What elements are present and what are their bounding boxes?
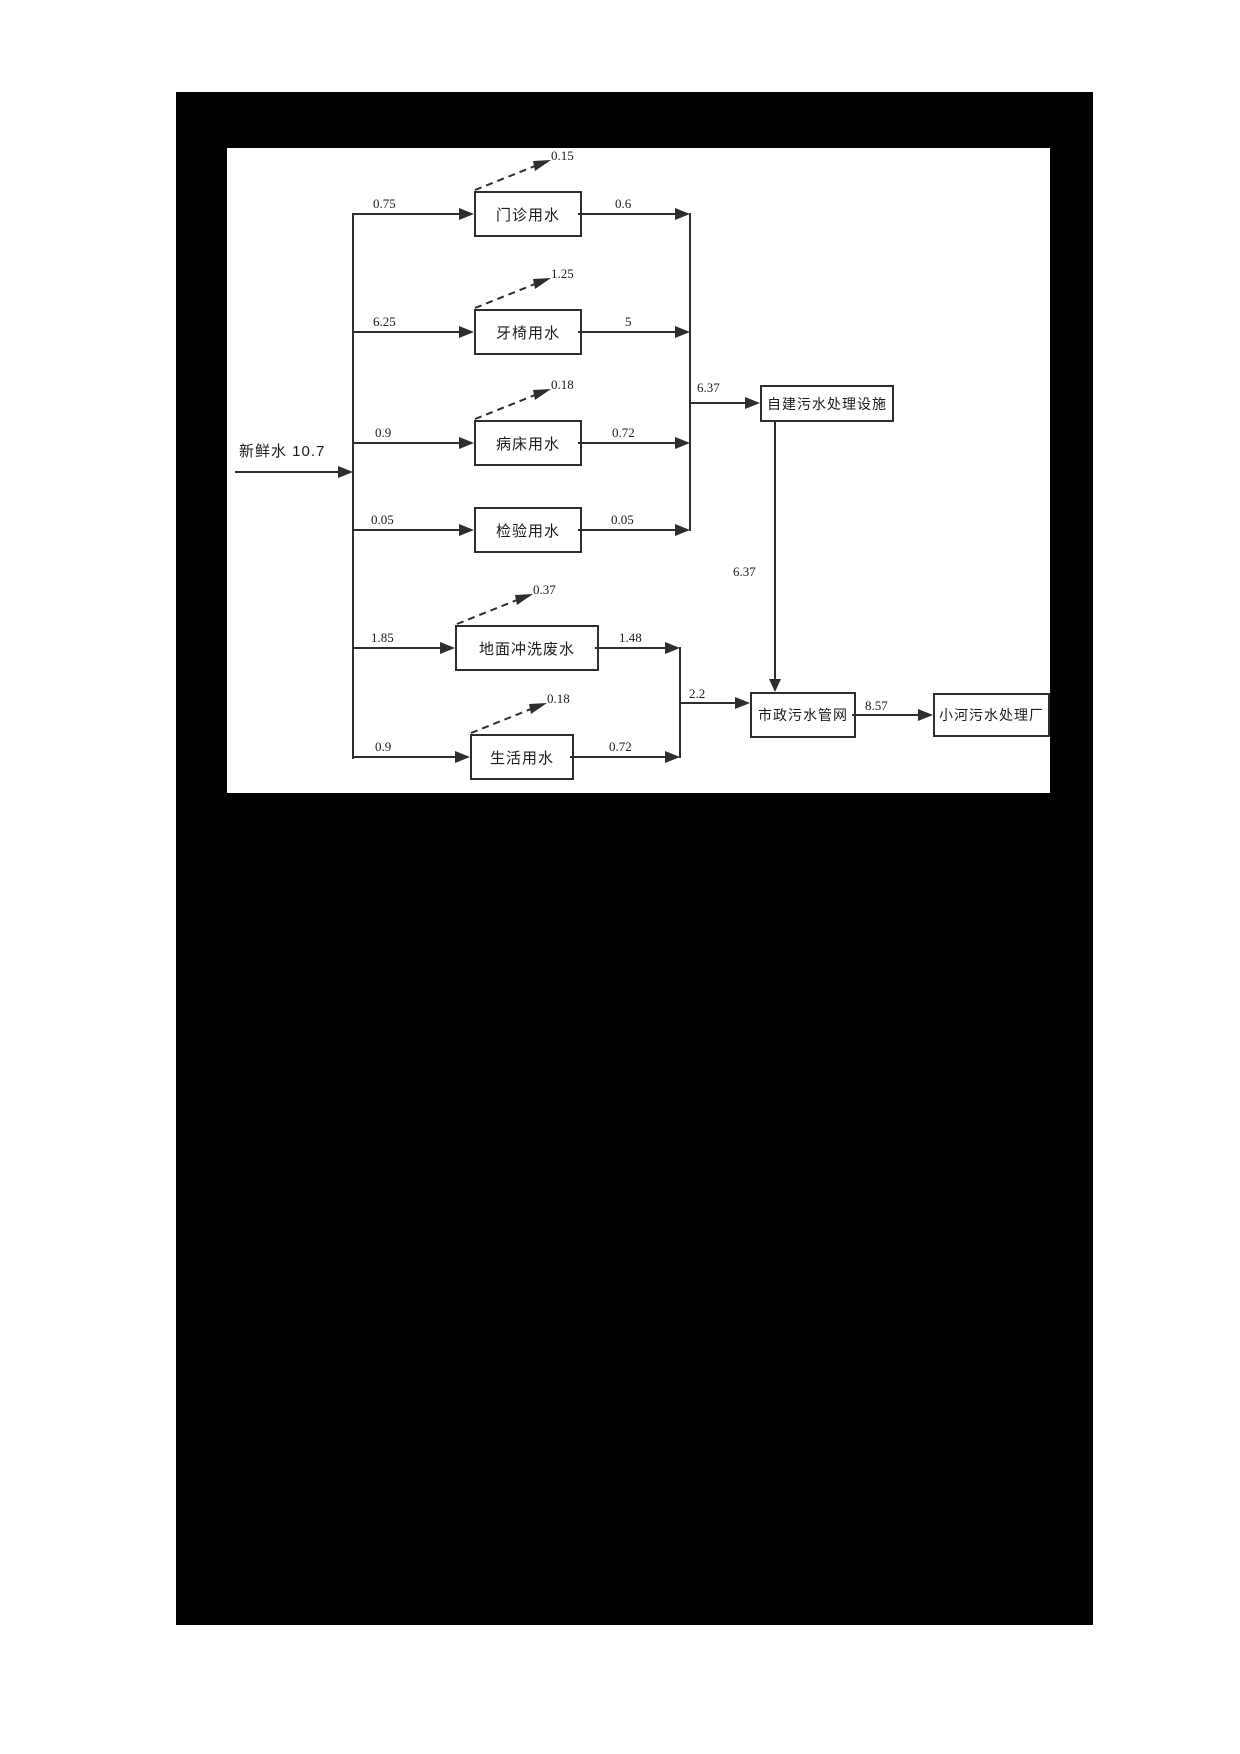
loss-value: 0.18 xyxy=(551,377,574,392)
arrow-right-icon xyxy=(455,751,470,763)
node-hospital-bed-water: 病床用水 xyxy=(474,420,582,466)
node-label: 市政污水管网 xyxy=(758,707,848,723)
node-label: 小河污水处理厂 xyxy=(939,707,1044,723)
evaporation-loss-arrow xyxy=(474,160,551,191)
flow-value: 6.37 xyxy=(697,380,720,395)
black-mat: 新鲜水 10.7 0.75 门诊用水 0.15 0.6 6.25 xyxy=(176,92,1093,1625)
flow-value: 0.75 xyxy=(373,196,396,211)
flow-line xyxy=(353,442,459,444)
node-laboratory-water: 检验用水 xyxy=(474,507,582,553)
node-xiaohe-sewage-treatment-plant: 小河污水处理厂 xyxy=(933,693,1050,737)
arrow-right-icon xyxy=(665,642,680,654)
arrow-right-icon xyxy=(675,326,690,338)
flow-value: 1.48 xyxy=(619,630,642,645)
flow-line xyxy=(578,213,675,215)
loss-value: 0.15 xyxy=(551,148,574,163)
arrow-right-icon xyxy=(745,397,760,409)
treatment-outflow-line xyxy=(774,422,776,679)
arrow-right-icon xyxy=(338,466,353,478)
node-domestic-water: 生活用水 xyxy=(470,734,574,780)
flow-line xyxy=(680,702,735,704)
loss-value: 1.25 xyxy=(551,266,574,281)
flow-line xyxy=(353,647,440,649)
node-outpatient-water: 门诊用水 xyxy=(474,191,582,237)
node-municipal-sewer-network: 市政污水管网 xyxy=(750,692,856,738)
node-label: 门诊用水 xyxy=(495,206,560,224)
node-dental-chair-water: 牙椅用水 xyxy=(474,309,582,355)
arrow-right-icon xyxy=(918,709,933,721)
flow-value: 0.05 xyxy=(611,512,634,527)
arrow-right-icon xyxy=(675,208,690,220)
flow-line xyxy=(852,714,918,716)
flow-line xyxy=(595,647,665,649)
fresh-water-source-label: 新鲜水 10.7 xyxy=(239,443,326,460)
node-label: 自建污水处理设施 xyxy=(767,395,887,412)
water-balance-diagram: 新鲜水 10.7 0.75 门诊用水 0.15 0.6 6.25 xyxy=(227,148,1050,793)
evaporation-loss-arrow xyxy=(470,703,547,734)
arrow-right-icon xyxy=(675,437,690,449)
flow-value: 0.05 xyxy=(371,512,394,527)
node-self-built-treatment-facility: 自建污水处理设施 xyxy=(760,385,894,422)
flow-value: 8.57 xyxy=(865,698,888,713)
flow-line xyxy=(353,529,459,531)
collector-line xyxy=(689,213,691,531)
flow-line xyxy=(235,471,338,473)
node-floor-washing-wastewater: 地面冲洗废水 xyxy=(455,625,599,671)
flow-line xyxy=(578,331,675,333)
flow-value: 5 xyxy=(625,314,632,329)
evaporation-loss-arrow xyxy=(456,594,533,625)
node-label: 地面冲洗废水 xyxy=(478,640,575,658)
flow-line xyxy=(690,402,745,404)
flow-value: 2.2 xyxy=(689,686,706,701)
flow-line xyxy=(353,213,459,215)
flow-value: 0.72 xyxy=(612,425,635,440)
arrow-right-icon xyxy=(459,326,474,338)
flow-value: 1.85 xyxy=(371,630,394,645)
distribution-line xyxy=(352,213,354,759)
evaporation-loss-arrow xyxy=(474,278,551,309)
evaporation-loss-arrow xyxy=(474,389,551,420)
flow-value: 0.72 xyxy=(609,739,632,754)
node-label: 生活用水 xyxy=(489,749,554,767)
arrow-right-icon xyxy=(459,208,474,220)
arrow-right-icon xyxy=(459,524,474,536)
flow-value: 6.37 xyxy=(733,564,756,579)
loss-value: 0.37 xyxy=(533,582,556,597)
arrow-down-icon xyxy=(769,679,781,692)
node-label: 病床用水 xyxy=(495,435,560,453)
arrow-right-icon xyxy=(665,751,680,763)
flow-value: 6.25 xyxy=(373,314,396,329)
arrow-right-icon xyxy=(459,437,474,449)
node-label: 牙椅用水 xyxy=(495,324,560,342)
flow-value: 0.9 xyxy=(375,739,392,754)
loss-value: 0.18 xyxy=(547,691,570,706)
node-label: 检验用水 xyxy=(495,522,560,540)
arrow-right-icon xyxy=(735,697,750,709)
flow-line xyxy=(570,756,665,758)
flow-value: 0.6 xyxy=(615,196,632,211)
arrow-right-icon xyxy=(675,524,690,536)
flow-line xyxy=(578,529,675,531)
flow-line xyxy=(578,442,675,444)
flow-line xyxy=(353,331,459,333)
arrow-right-icon xyxy=(440,642,455,654)
flow-line xyxy=(353,756,455,758)
flow-value: 0.9 xyxy=(375,425,392,440)
